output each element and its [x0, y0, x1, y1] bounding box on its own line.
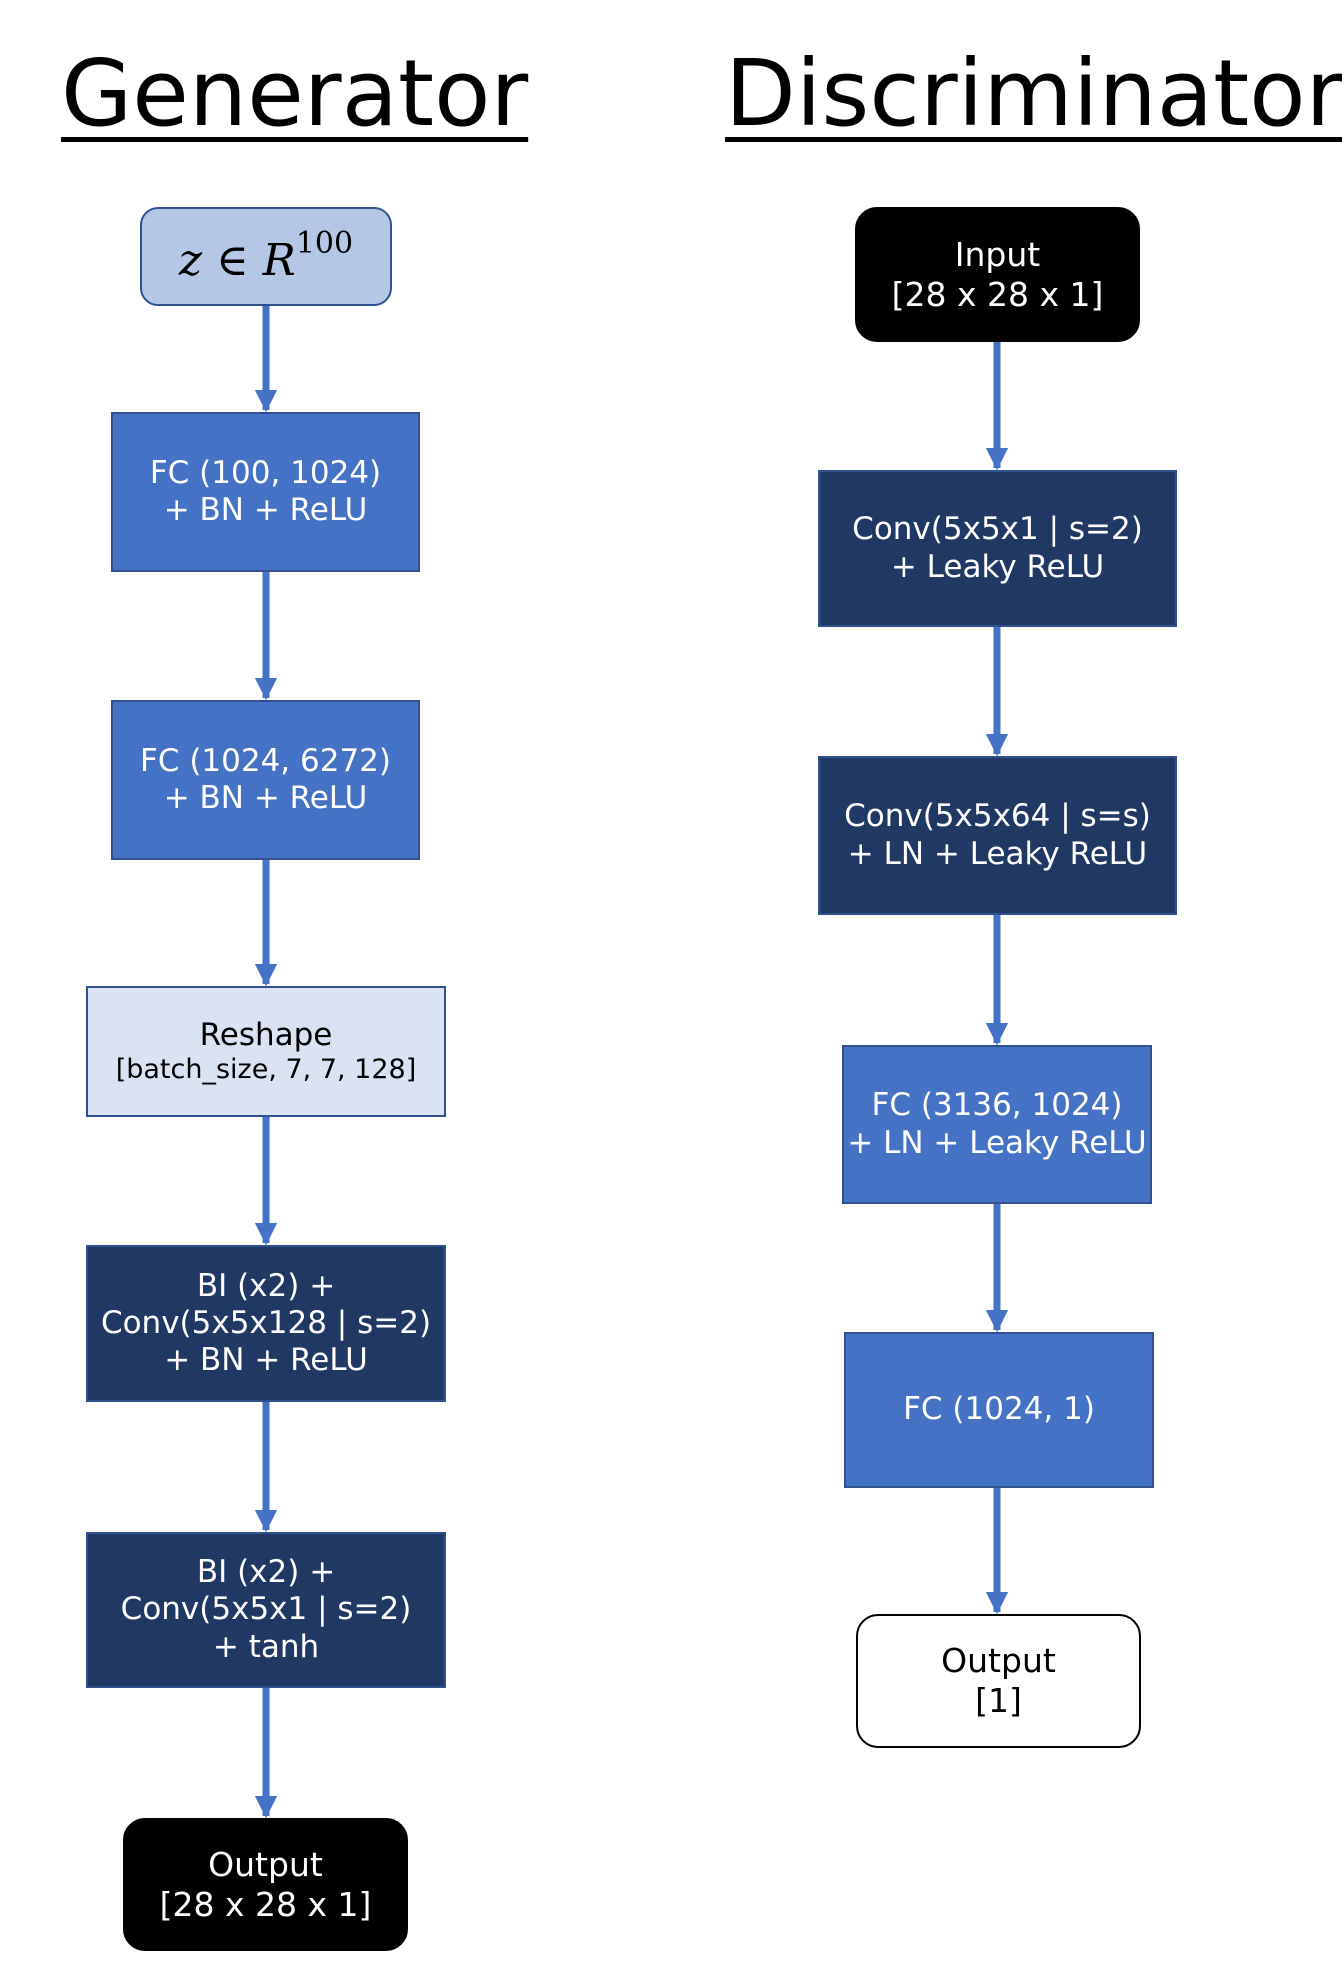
- block-label: FC (1024, 6272): [139, 742, 391, 779]
- disc-fc1-block: FC (3136, 1024) + LN + Leaky ReLU: [842, 1045, 1152, 1204]
- gen-fc2-block: FC (1024, 6272) + BN + ReLU: [111, 700, 420, 860]
- generator-title: Generator: [61, 40, 529, 147]
- gen-conv1-block: BI (x2) + Conv(5x5x128 | s=2) + BN + ReL…: [86, 1245, 446, 1402]
- block-label: [1]: [975, 1681, 1022, 1720]
- latent-dim: 100: [295, 225, 354, 261]
- disc-output-node: Output [1]: [856, 1614, 1141, 1748]
- block-label: Reshape: [199, 1016, 333, 1053]
- block-label: Conv(5x5x1 | s=2): [120, 1591, 412, 1628]
- gen-fc1-block: FC (100, 1024) + BN + ReLU: [111, 412, 420, 572]
- block-label: + Leaky ReLU: [890, 548, 1105, 585]
- latent-space: R: [262, 234, 296, 286]
- block-label: BI (x2) +: [196, 1554, 336, 1591]
- disc-conv1-block: Conv(5x5x1 | s=2) + Leaky ReLU: [818, 470, 1177, 627]
- gen-conv2-block: BI (x2) + Conv(5x5x1 | s=2) + tanh: [86, 1532, 446, 1688]
- block-label: BI (x2) +: [196, 1267, 336, 1304]
- block-label: FC (3136, 1024): [871, 1087, 1123, 1124]
- block-label: Conv(5x5x64 | s=s): [844, 798, 1151, 835]
- disc-fc2-block: FC (1024, 1): [844, 1332, 1154, 1488]
- element-of-symbol: ∈: [216, 234, 249, 286]
- gen-output-node: Output [28 x 28 x 1]: [123, 1818, 408, 1951]
- block-label: Input: [954, 234, 1041, 274]
- latent-input-node: z ∈ R100: [140, 207, 392, 306]
- block-label: FC (1024, 1): [903, 1391, 1095, 1428]
- block-label: + LN + Leaky ReLU: [847, 1124, 1147, 1161]
- block-label: [28 x 28 x 1]: [159, 1884, 372, 1924]
- block-label: [28 x 28 x 1]: [891, 274, 1104, 314]
- block-label: Conv(5x5x1 | s=2): [852, 511, 1143, 548]
- block-label: + BN + ReLU: [164, 1342, 368, 1379]
- block-label: Conv(5x5x128 | s=2): [100, 1304, 432, 1341]
- disc-input-node: Input [28 x 28 x 1]: [855, 207, 1140, 342]
- block-label: Output: [941, 1641, 1056, 1681]
- block-label: [batch_size, 7, 7, 128]: [115, 1053, 417, 1085]
- block-label: + tanh: [212, 1628, 320, 1665]
- discriminator-title: Discriminator: [725, 40, 1342, 147]
- gen-reshape-block: Reshape [batch_size, 7, 7, 128]: [86, 986, 446, 1117]
- block-label: FC (100, 1024): [149, 454, 382, 491]
- disc-conv2-block: Conv(5x5x64 | s=s) + LN + Leaky ReLU: [818, 756, 1177, 915]
- block-label: + LN + Leaky ReLU: [847, 835, 1148, 872]
- latent-var: z: [178, 234, 203, 286]
- block-label: Output: [208, 1844, 323, 1884]
- block-label: + BN + ReLU: [163, 780, 368, 816]
- block-label: + BN + ReLU: [163, 492, 368, 528]
